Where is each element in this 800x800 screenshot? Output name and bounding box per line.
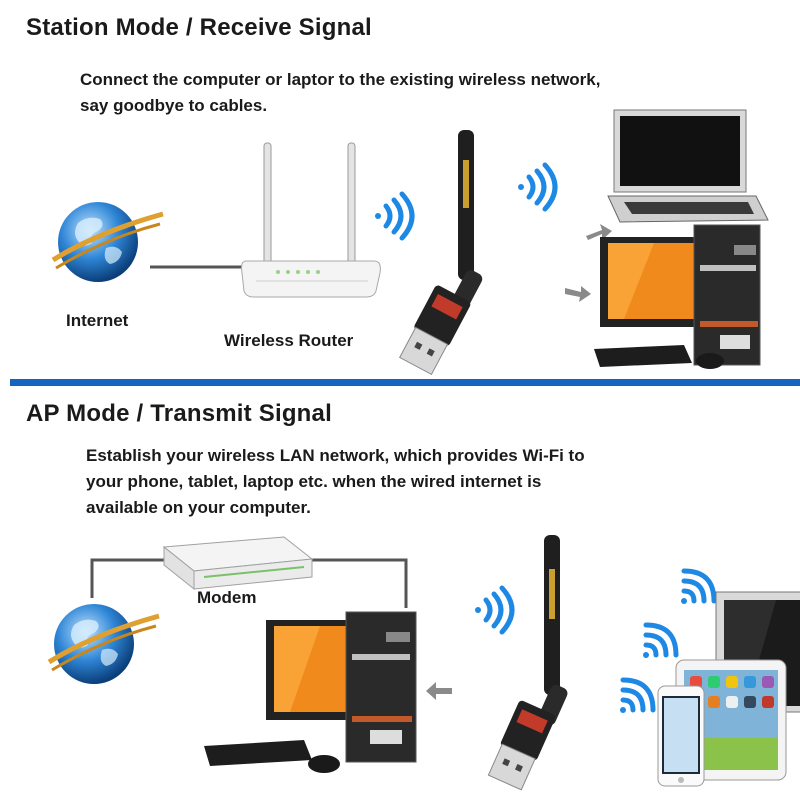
internet-label: Internet xyxy=(66,311,129,330)
wireless-router-label: Wireless Router xyxy=(224,331,354,350)
phone-icon xyxy=(657,685,705,787)
cable-line xyxy=(150,265,250,269)
modem-label: Modem xyxy=(197,588,257,607)
laptop-icon xyxy=(607,109,769,223)
ap-mode-description-line2: your phone, tablet, laptop etc. when the… xyxy=(86,472,542,491)
cable-line xyxy=(90,558,408,608)
ap-mode-description-line3: available on your computer. xyxy=(86,498,311,517)
arrow-icon xyxy=(426,682,452,700)
modem-icon xyxy=(162,536,314,591)
arrow-icon xyxy=(586,224,612,240)
usb-wifi-adapter-icon xyxy=(399,130,483,376)
wifi-signal-icon xyxy=(475,585,515,635)
station-mode-description-line1: Connect the computer or laptor to the ex… xyxy=(80,70,601,89)
usb-wifi-adapter-icon xyxy=(487,535,568,791)
section-divider xyxy=(10,379,800,386)
wireless-router-icon xyxy=(241,142,381,298)
desktop-computer-icon xyxy=(204,611,417,773)
wifi-signal-icon xyxy=(518,162,558,212)
ap-mode-title: AP Mode / Transmit Signal xyxy=(26,400,332,427)
wifi-signal-icon xyxy=(681,568,717,604)
wifi-signal-icon xyxy=(375,191,415,241)
globe-icon xyxy=(51,202,164,282)
globe-icon xyxy=(47,604,160,684)
wifi-signal-icon xyxy=(643,622,679,658)
station-mode-description-line2: say goodbye to cables. xyxy=(80,96,268,115)
ap-mode-description-line1: Establish your wireless LAN network, whi… xyxy=(86,446,585,465)
station-mode-title: Station Mode / Receive Signal xyxy=(26,14,372,41)
desktop-computer-icon xyxy=(594,224,761,369)
wifi-signal-icon xyxy=(620,677,656,713)
arrow-icon xyxy=(565,286,591,302)
